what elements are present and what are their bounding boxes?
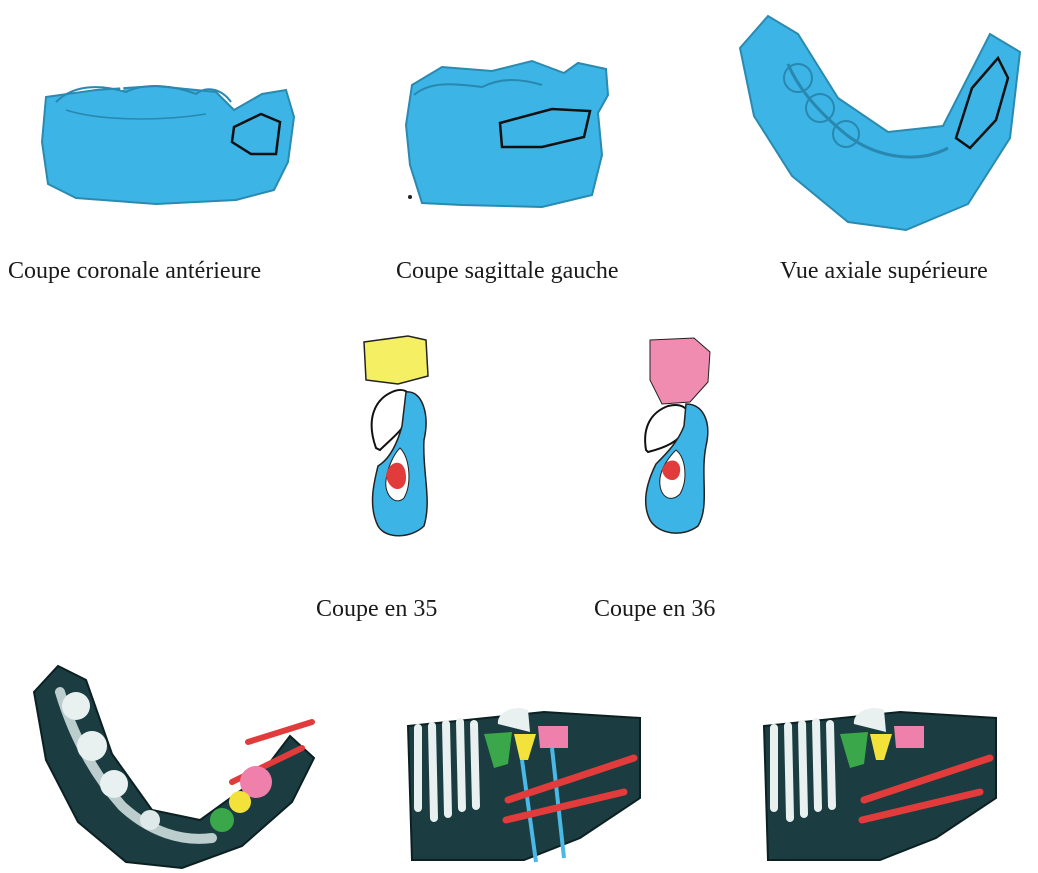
caption-coronal-anterior: Coupe coronale antérieure — [8, 258, 261, 285]
caption-sagittal-left: Coupe sagittale gauche — [396, 258, 619, 285]
mandible-sagittal-left-image — [402, 55, 632, 220]
implant-plan-sagittal-image — [760, 688, 1004, 866]
mandible-coronal-anterior-image — [36, 72, 308, 212]
section-35-image — [352, 330, 442, 548]
caption-axial-superior: Vue axiale supérieure — [780, 258, 988, 285]
implant-plan-axial-image — [22, 662, 322, 873]
mandible-axial-superior-image — [728, 8, 1030, 240]
implant-plan-sagittal-cylinders-image — [404, 688, 648, 866]
section-36-image — [632, 330, 722, 548]
caption-section-36: Coupe en 36 — [594, 596, 715, 623]
caption-section-35: Coupe en 35 — [316, 596, 437, 623]
